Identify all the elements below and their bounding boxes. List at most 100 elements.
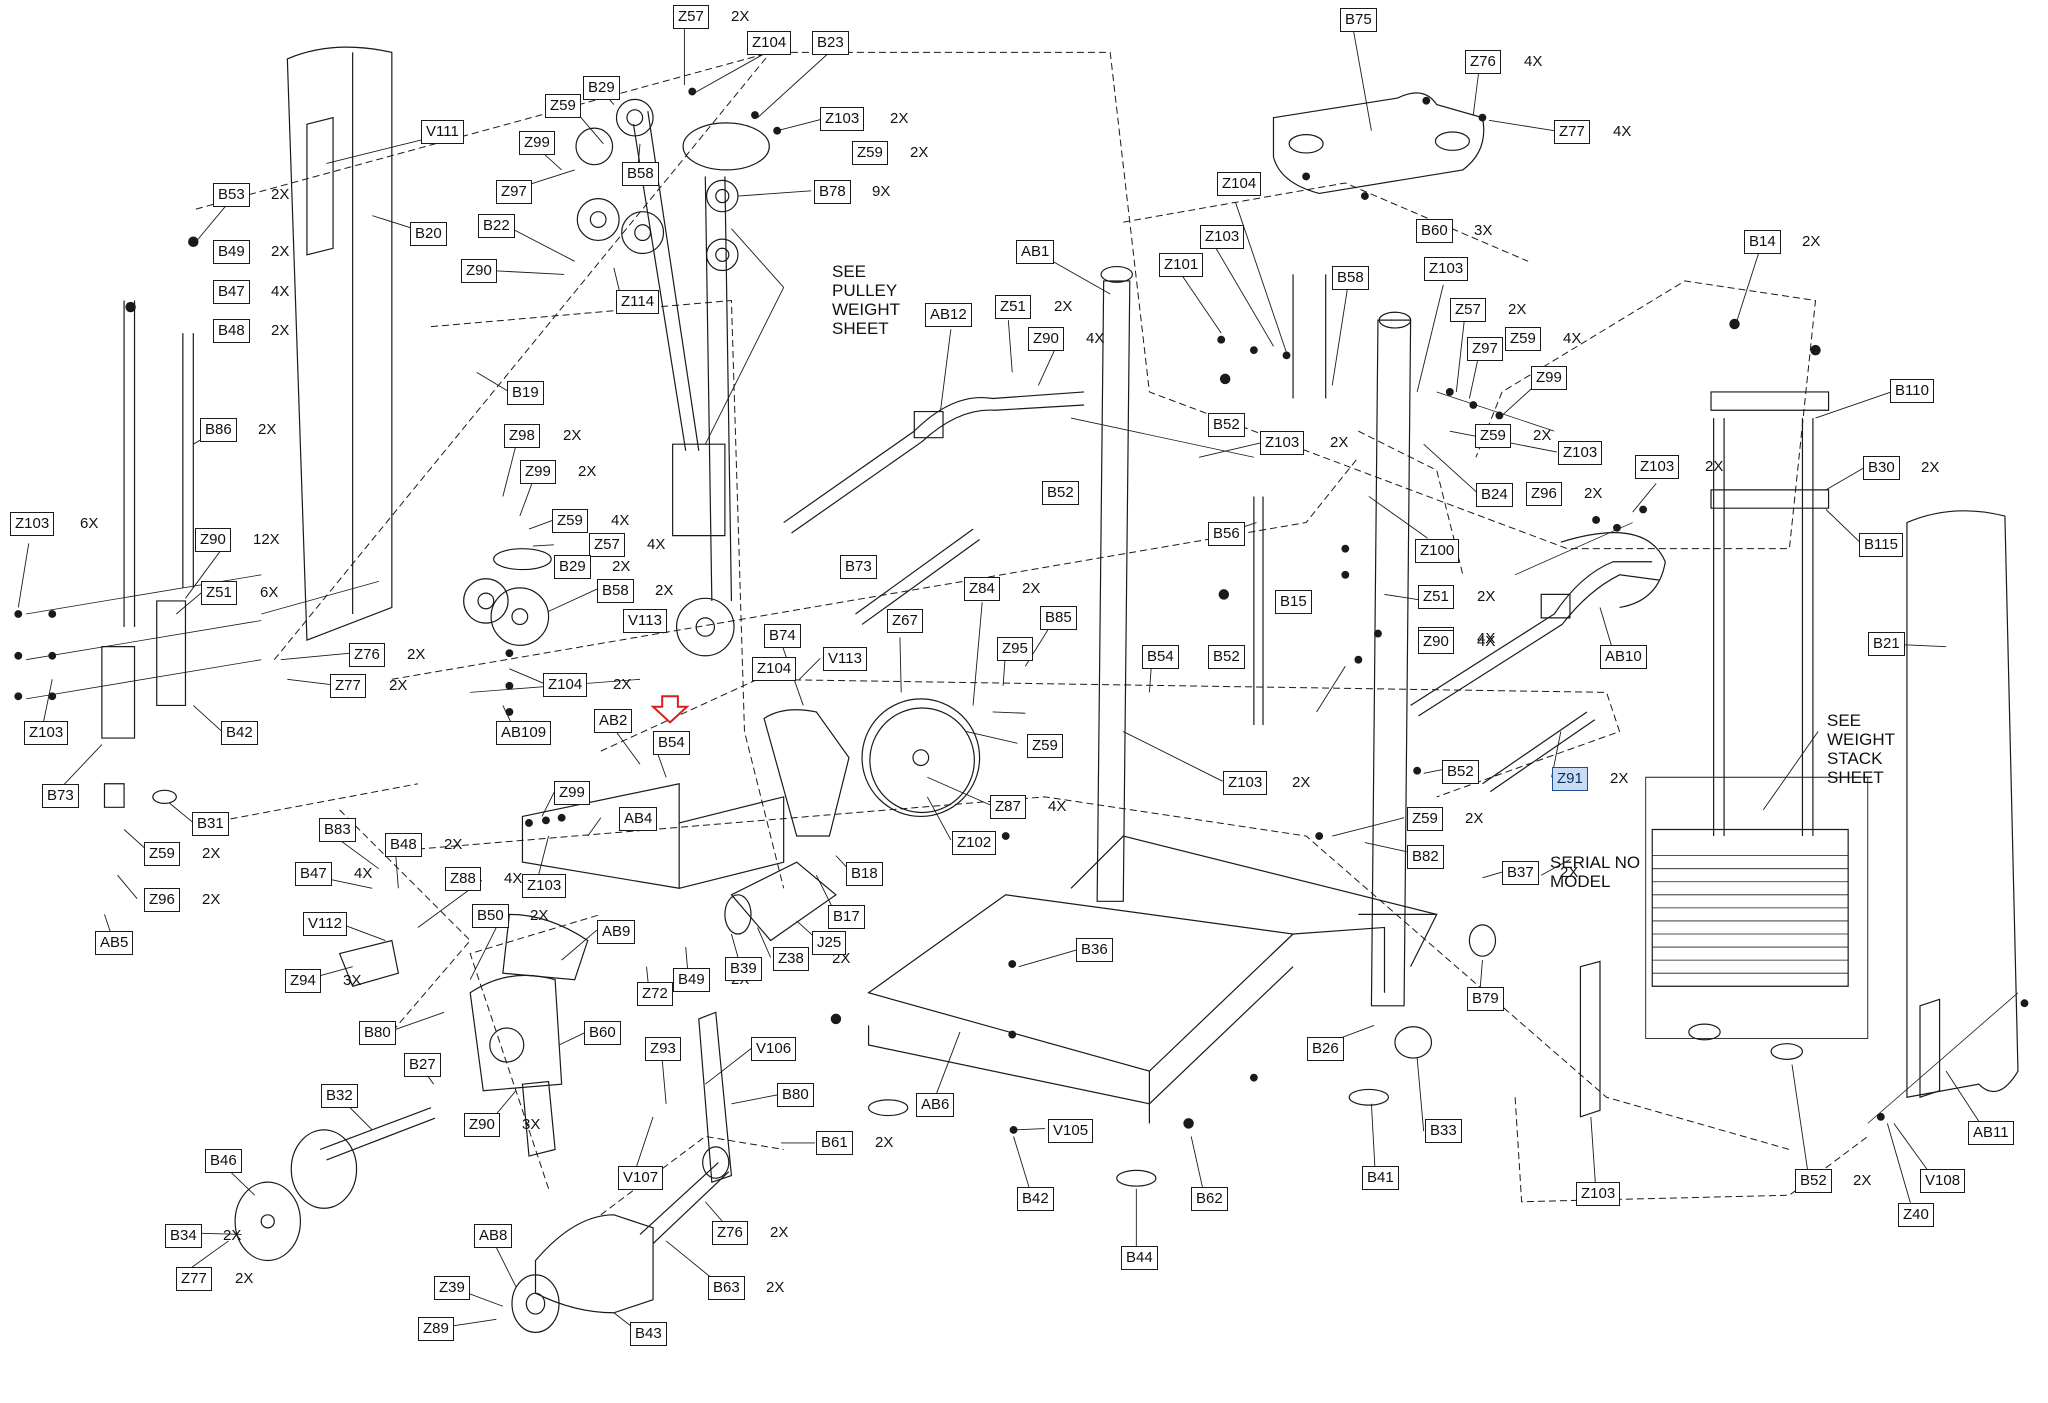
part-callout-z103: Z103 <box>24 721 69 745</box>
part-quantity: 4X <box>271 283 290 300</box>
part-callout-b115: B115 <box>1859 533 1903 557</box>
part-quantity: 2X <box>1477 588 1496 605</box>
part-quantity: 2X <box>271 243 290 260</box>
part-callout-z76: Z76 <box>349 643 385 667</box>
part-quantity: 3X <box>1474 222 1493 239</box>
part-callout-z59: Z59 <box>144 842 180 866</box>
part-callout-ab1: AB1 <box>1016 240 1055 264</box>
part-quantity: 2X <box>612 558 631 575</box>
part-quantity: 2X <box>1330 434 1349 451</box>
part-callout-b86: B86 <box>200 418 237 442</box>
part-callout-b80: B80 <box>359 1021 396 1045</box>
part-callout-b58: B58 <box>597 579 634 603</box>
part-callout-z87: Z87 <box>990 795 1026 819</box>
part-callout-z57: Z57 <box>589 533 625 557</box>
part-quantity: 2X <box>202 891 221 908</box>
part-quantity: 2X <box>766 1279 785 1296</box>
part-callout-z59: Z59 <box>1407 807 1443 831</box>
part-callout-ab8: AB8 <box>474 1224 513 1248</box>
part-quantity: 2X <box>1921 459 1940 476</box>
part-quantity: 4X <box>1613 123 1632 140</box>
part-callout-b36: B36 <box>1076 938 1113 962</box>
part-quantity: 2X <box>1508 301 1527 318</box>
part-quantity: 2X <box>271 186 290 203</box>
serial-model-note: SERIAL NO MODEL <box>1550 853 1641 891</box>
part-quantity: 3X <box>343 972 362 989</box>
part-callout-b31: B31 <box>192 812 229 836</box>
part-quantity: 2X <box>1022 580 1041 597</box>
part-callout-z59: Z59 <box>1027 734 1063 758</box>
part-callout-z67: Z67 <box>887 609 923 633</box>
part-quantity: 2X <box>1560 864 1579 881</box>
part-callout-b52: B52 <box>1442 760 1479 784</box>
part-quantity: 2X <box>890 110 909 127</box>
part-callout-b29: B29 <box>554 555 591 579</box>
part-quantity: 2X <box>258 421 277 438</box>
part-callout-z104: Z104 <box>752 657 797 681</box>
part-callout-z57: Z57 <box>673 5 709 29</box>
part-callout-b82: B82 <box>1407 845 1444 869</box>
part-quantity: 4X <box>611 512 630 529</box>
part-callout-ab109: AB109 <box>496 721 552 745</box>
part-callout-b75: B75 <box>1340 8 1377 32</box>
pulley-weight-note: SEE PULLEY WEIGHT SHEET <box>832 262 900 338</box>
part-callout-b53: B53 <box>213 183 250 207</box>
part-callout-b41: B41 <box>1362 1166 1399 1190</box>
part-callout-z96: Z96 <box>144 888 180 912</box>
part-callout-ab4: AB4 <box>619 807 658 831</box>
part-callout-z101: Z101 <box>1159 253 1204 277</box>
part-callout-z59: Z59 <box>1475 424 1511 448</box>
part-quantity: 2X <box>1292 774 1311 791</box>
part-callout-z99: Z99 <box>519 131 555 155</box>
part-callout-z103: Z103 <box>820 107 865 131</box>
part-quantity: 2X <box>202 845 221 862</box>
part-callout-b18: B18 <box>846 862 883 886</box>
part-callout-z104: Z104 <box>747 31 792 55</box>
part-quantity: 4X <box>1477 633 1496 650</box>
part-callout-v113: V113 <box>823 647 867 671</box>
part-callout-z89: Z89 <box>418 1317 454 1341</box>
part-callout-b34: B34 <box>165 1224 202 1248</box>
part-callout-z77: Z77 <box>1554 120 1590 144</box>
part-callout-z59: Z59 <box>552 509 588 533</box>
part-callout-v111: V111 <box>421 120 464 144</box>
part-callout-v112: V112 <box>303 912 347 936</box>
part-callout-b32: B32 <box>321 1084 358 1108</box>
part-callout-ab9: AB9 <box>597 920 636 944</box>
part-callout-b21: B21 <box>1868 632 1905 656</box>
part-callout-b22: B22 <box>478 214 515 238</box>
part-callout-b61: B61 <box>816 1131 853 1155</box>
part-callout-z90: Z90 <box>461 259 497 283</box>
part-callout-b15: B15 <box>1275 590 1312 614</box>
part-quantity: 4X <box>504 870 523 887</box>
part-callout-z103: Z103 <box>1576 1182 1621 1206</box>
part-callout-b52: B52 <box>1042 481 1079 505</box>
part-callout-b73: B73 <box>42 784 79 808</box>
part-quantity: 2X <box>563 427 582 444</box>
part-callout-b39: B39 <box>725 957 762 981</box>
part-callout-z76: Z76 <box>1465 50 1501 74</box>
part-quantity: 2X <box>875 1134 894 1151</box>
part-callout-ab5: AB5 <box>95 931 134 955</box>
part-callout-z103: Z103 <box>522 874 567 898</box>
part-callout-b85: B85 <box>1040 606 1077 630</box>
part-quantity: 4X <box>1524 53 1543 70</box>
part-callout-b54: B54 <box>1142 645 1179 669</box>
part-callout-z102: Z102 <box>952 831 997 855</box>
part-callout-j25: J25 <box>812 931 847 955</box>
part-callout-v106: V106 <box>751 1037 797 1061</box>
part-callout-z99: Z99 <box>1531 366 1567 390</box>
part-quantity: 2X <box>1465 810 1484 827</box>
part-quantity: 2X <box>1533 427 1552 444</box>
part-quantity: 2X <box>389 677 408 694</box>
part-callout-v105: V105 <box>1048 1119 1094 1143</box>
part-callout-ab12: AB12 <box>925 303 972 327</box>
part-callout-b50: B50 <box>472 904 509 928</box>
part-quantity: 2X <box>770 1224 789 1241</box>
part-callout-z76: Z76 <box>712 1221 748 1245</box>
part-callout-z98: Z98 <box>504 424 540 448</box>
part-callout-b78: B78 <box>814 180 851 204</box>
part-callout-z104: Z104 <box>1217 172 1262 196</box>
part-callout-b47: B47 <box>295 862 332 886</box>
part-callout-z90: Z90 <box>464 1113 500 1137</box>
